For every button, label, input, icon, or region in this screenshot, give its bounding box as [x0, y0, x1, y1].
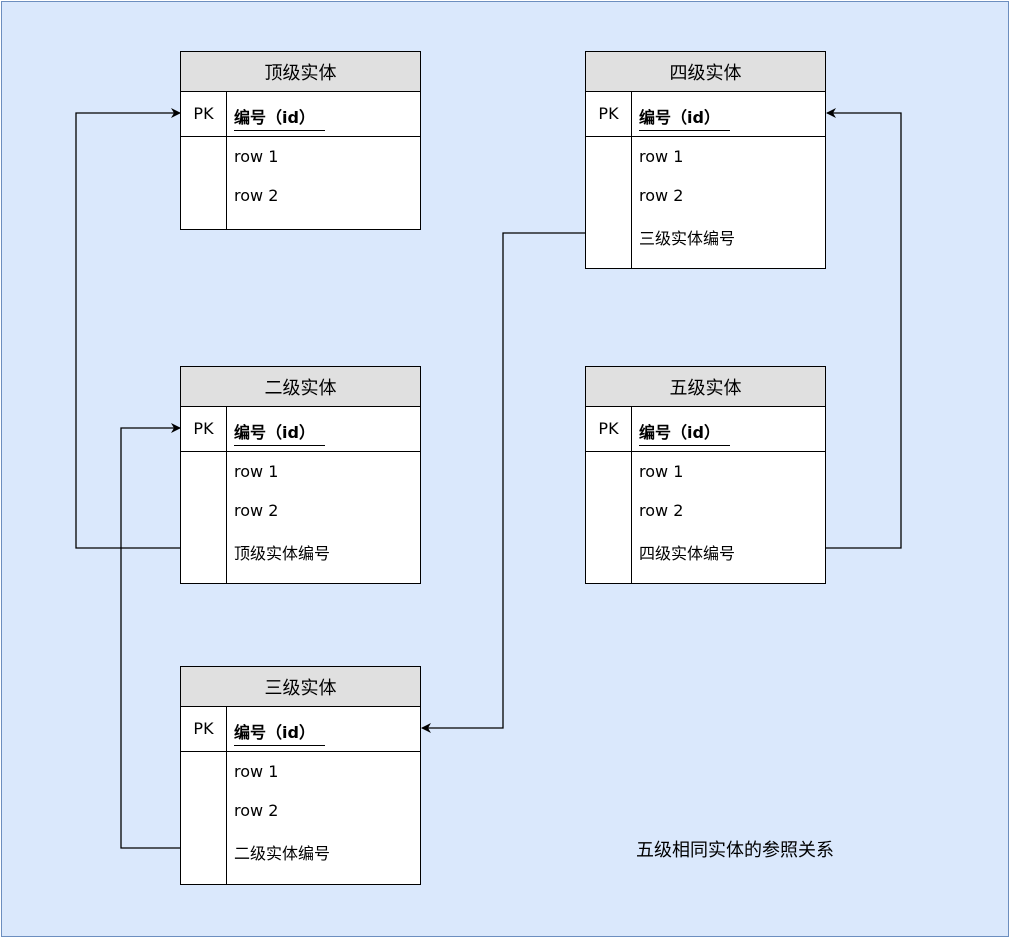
pk-field-name: 编号（id）	[639, 104, 730, 131]
pk-row: PK 编号（id）	[181, 707, 420, 752]
diagram-caption: 五级相同实体的参照关系	[636, 840, 834, 861]
field-row: row 1	[234, 762, 279, 781]
entity-body: row 1 row 2 二级实体编号	[181, 752, 420, 884]
pk-row: PK 编号（id）	[586, 407, 825, 452]
pk-label: PK	[598, 104, 619, 123]
field-row: row 1	[639, 147, 684, 166]
field-row: row 2	[234, 186, 279, 205]
field-row: row 2	[639, 186, 684, 205]
column-divider	[226, 407, 227, 451]
pk-label: PK	[193, 419, 214, 438]
pk-field-name: 编号（id）	[234, 719, 325, 746]
column-divider	[631, 92, 632, 136]
entity-top[interactable]: 顶级实体 PK 编号（id） row 1 row 2	[180, 51, 421, 230]
entity-header: 二级实体	[181, 367, 420, 407]
column-divider	[226, 92, 227, 136]
field-row: 四级实体编号	[639, 544, 736, 563]
pk-field-name: 编号（id）	[234, 104, 325, 131]
column-divider	[631, 452, 632, 583]
column-divider	[226, 452, 227, 583]
field-row: row 1	[234, 147, 279, 166]
column-divider	[631, 137, 632, 268]
entity-third[interactable]: 三级实体 PK 编号（id） row 1 row 2 二级实体编号	[180, 666, 421, 885]
pk-field-name: 编号（id）	[234, 419, 325, 446]
pk-field-name: 编号（id）	[639, 419, 730, 446]
field-row: row 2	[234, 501, 279, 520]
entity-second[interactable]: 二级实体 PK 编号（id） row 1 row 2 顶级实体编号	[180, 366, 421, 584]
pk-row: PK 编号（id）	[586, 92, 825, 137]
field-row: 三级实体编号	[639, 229, 736, 248]
pk-label: PK	[193, 719, 214, 738]
entity-header: 四级实体	[586, 52, 825, 92]
pk-label: PK	[193, 104, 214, 123]
column-divider	[226, 752, 227, 884]
field-row: 二级实体编号	[234, 844, 331, 863]
pk-row: PK 编号（id）	[181, 92, 420, 137]
field-row: row 1	[639, 462, 684, 481]
entity-header: 顶级实体	[181, 52, 420, 92]
field-row: row 1	[234, 462, 279, 481]
entity-body: row 1 row 2 三级实体编号	[586, 137, 825, 268]
pk-row: PK 编号（id）	[181, 407, 420, 452]
field-row: row 2	[639, 501, 684, 520]
entity-body: row 1 row 2 顶级实体编号	[181, 452, 420, 583]
entity-body: row 1 row 2	[181, 137, 420, 229]
field-row: row 2	[234, 801, 279, 820]
pk-label: PK	[598, 419, 619, 438]
entity-fourth[interactable]: 四级实体 PK 编号（id） row 1 row 2 三级实体编号	[585, 51, 826, 269]
column-divider	[226, 707, 227, 751]
entity-body: row 1 row 2 四级实体编号	[586, 452, 825, 583]
field-row: 顶级实体编号	[234, 544, 331, 563]
entity-header: 三级实体	[181, 667, 420, 707]
entity-header: 五级实体	[586, 367, 825, 407]
entity-fifth[interactable]: 五级实体 PK 编号（id） row 1 row 2 四级实体编号	[585, 366, 826, 584]
column-divider	[631, 407, 632, 451]
column-divider	[226, 137, 227, 229]
